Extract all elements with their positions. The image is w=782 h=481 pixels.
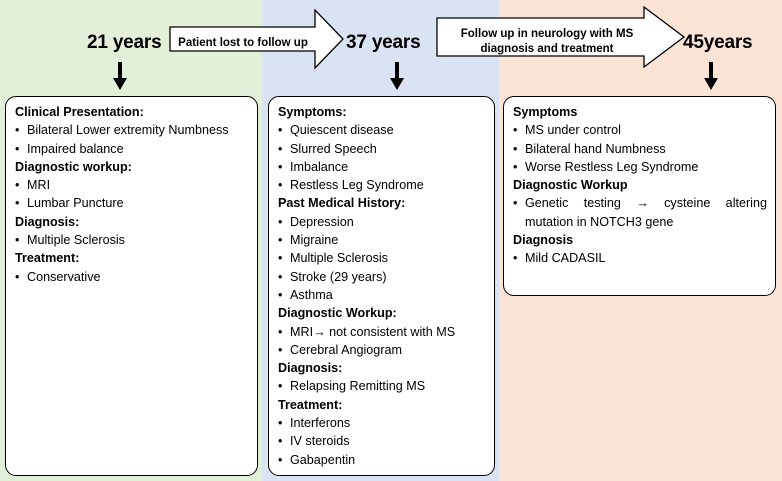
list-item: Bilateral hand Numbness [513,140,767,159]
list-item: Depression [278,213,486,232]
section-title-diagnosis: Diagnosis: [15,214,80,229]
list-item: Mild CADASIL [513,249,767,268]
section-title-diagnosis: Diagnosis [513,233,574,248]
list-item: Gabapentin [278,451,486,470]
section-title-clinical-presentation: Clinical Presentation: [15,105,144,119]
section-title-diagnostic-workup: Diagnostic Workup [513,178,628,193]
section-title-symptoms: Symptoms [513,105,578,119]
list-item: MRI [15,176,249,195]
transition-label: Follow up in neurology with MS diagnosis… [442,27,652,57]
list-item: Relapsing Remitting MS [278,377,486,396]
timeline-card-37-years: Symptoms: Quiescent disease Slurred Spee… [268,96,495,476]
list-item: Cerebral Angiogram [278,341,486,360]
age-label-37: 37 years [346,32,421,53]
list-item: MRI→ not consistent with MS [278,323,486,342]
section-title-diagnostic-workup: Diagnostic Workup: [278,306,397,321]
list-item: Stroke (29 years) [278,268,486,287]
list-item: Multiple Sclerosis [15,231,249,250]
timeline-card-21-years: Clinical Presentation: Bilateral Lower e… [5,96,258,476]
list-item: IV steroids [278,432,486,451]
down-arrow-icon [390,62,404,92]
section-title-symptoms: Symptoms: [278,105,347,119]
transition-label-line-2: diagnosis and treatment [480,43,614,55]
age-label-21: 21 years [87,32,162,53]
timeline-card-45-years: Symptoms MS under control Bilateral hand… [503,96,776,296]
block-arrow-shape [436,6,686,68]
list-item: Quiescent disease [278,121,486,140]
list-item: Genetic testing → cysteine altering muta… [513,194,767,231]
list-item: MS under control [513,121,767,140]
transition-label-line-1: Follow up in neurology with MS [460,28,634,40]
list-item: Worse Restless Leg Syndrome [513,158,767,177]
list-item: Bilateral Lower extremity Numbness [15,121,249,140]
transition-label: Patient lost to follow up [178,37,308,49]
list-item: Asthma [278,286,486,305]
block-arrow-shape [169,9,344,69]
section-title-treatment: Treatment: [278,397,343,412]
list-item: Multiple Sclerosis [278,249,486,268]
section-title-diagnostic-workup: Diagnostic workup: [15,159,132,174]
section-title-past-medical-history: Past Medical History: [278,196,406,211]
down-arrow-icon [704,62,718,92]
list-item: Restless Leg Syndrome [278,176,486,195]
section-title-treatment: Treatment: [15,251,80,266]
down-arrow-icon [113,62,127,92]
list-item: Migraine [278,231,486,250]
list-item: Interferons [278,414,486,433]
list-item: Slurred Speech [278,140,486,159]
section-title-diagnosis: Diagnosis: [278,361,343,376]
transition-arrow-lost-to-follow-up: Patient lost to follow up [169,9,345,69]
list-item: Impaired balance [15,140,249,159]
list-item: Conservative [15,268,249,287]
list-item: Imbalance [278,158,486,177]
age-label-45: 45years [683,32,753,53]
transition-arrow-neurology-follow-up: Follow up in neurology with MS diagnosis… [436,6,686,68]
list-item: Lumbar Puncture [15,194,249,213]
